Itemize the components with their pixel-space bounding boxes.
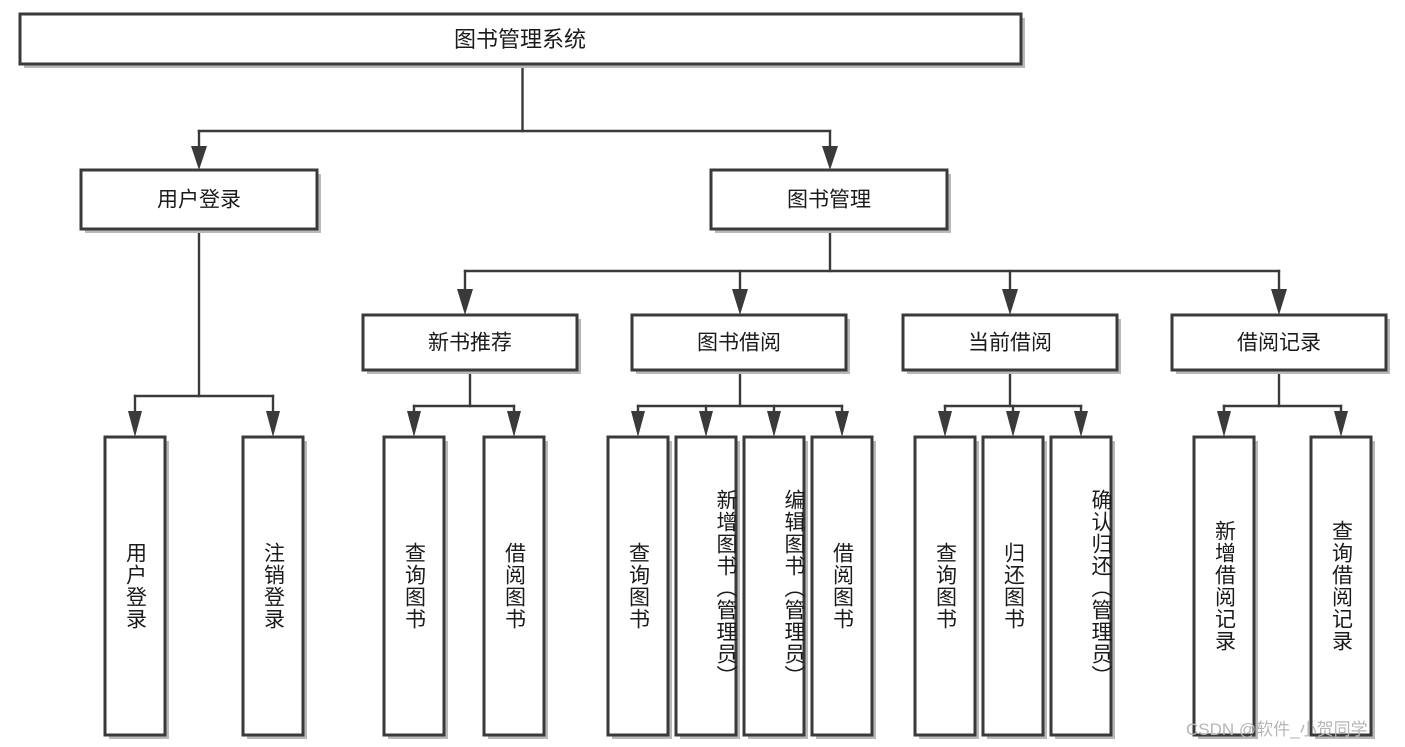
node-current-borrow-box[interactable] bbox=[901, 313, 1119, 372]
arrowhead-leaf-bookborrow-3 bbox=[767, 411, 781, 437]
node-new-book-recommend-label: 新书推荐 bbox=[428, 332, 512, 355]
leaf-user-login-1[interactable] bbox=[103, 435, 169, 739]
nodes-layer: 图书管理系统 用户登录 图书管理 新书推荐 图书 bbox=[18, 12, 1390, 739]
leaf-book-borrow-4[interactable] bbox=[810, 435, 876, 739]
arrowhead-leaf-currentborrow-1 bbox=[938, 411, 952, 437]
leaf-book-borrow-3-box[interactable] bbox=[742, 435, 806, 737]
node-current-borrow-label: 当前借阅 bbox=[968, 332, 1052, 355]
leaf-borrow-record-2[interactable] bbox=[1309, 435, 1375, 739]
arrowhead-leaf-newbook-2 bbox=[507, 411, 521, 437]
node-borrow-record-label: 借阅记录 bbox=[1237, 332, 1321, 355]
leaf-current-borrow-2-box[interactable] bbox=[981, 435, 1045, 737]
leaf-book-borrow-4-box[interactable] bbox=[810, 435, 874, 737]
node-book-borrow-label: 图书借阅 bbox=[697, 332, 781, 355]
edges-layer bbox=[128, 66, 1348, 437]
arrowhead-leaf-user-login-2 bbox=[266, 411, 280, 437]
leaf-new-book-1[interactable] bbox=[382, 435, 448, 739]
leaf-new-book-2-box[interactable] bbox=[482, 435, 546, 737]
node-book-borrow[interactable]: 图书借阅 bbox=[630, 313, 850, 374]
arrowhead-borrow-record bbox=[1271, 289, 1287, 315]
node-new-book-recommend-box[interactable] bbox=[361, 313, 579, 372]
leaf-current-borrow-3-box[interactable] bbox=[1049, 435, 1113, 737]
leaf-borrow-record-1-box[interactable] bbox=[1192, 435, 1256, 737]
arrowhead-leaf-borrowrecord-2 bbox=[1334, 411, 1348, 437]
arrowhead-book-borrow bbox=[732, 289, 748, 315]
leaf-user-login-1-box[interactable] bbox=[103, 435, 167, 737]
leaf-book-borrow-2-box[interactable] bbox=[674, 435, 738, 737]
arrowhead-leaf-newbook-1 bbox=[407, 411, 421, 437]
arrowhead-new-book bbox=[457, 289, 473, 315]
node-new-book-recommend[interactable]: 新书推荐 bbox=[361, 313, 581, 374]
leaf-new-book-1-box[interactable] bbox=[382, 435, 446, 737]
node-book-management-box[interactable] bbox=[709, 168, 949, 231]
arrowhead-user-login bbox=[191, 146, 207, 170]
node-book-management-label: 图书管理 bbox=[787, 189, 871, 212]
node-root[interactable]: 图书管理系统 bbox=[18, 12, 1025, 68]
leaf-book-borrow-1-box[interactable] bbox=[606, 435, 670, 737]
node-root-label: 图书管理系统 bbox=[454, 27, 586, 52]
leaf-borrow-record-2-box[interactable] bbox=[1309, 435, 1373, 737]
leaf-current-borrow-2[interactable] bbox=[981, 435, 1047, 739]
node-borrow-record[interactable]: 借阅记录 bbox=[1170, 313, 1390, 374]
arrowhead-leaf-currentborrow-3 bbox=[1074, 411, 1088, 437]
arrowhead-leaf-borrowrecord-1 bbox=[1217, 411, 1231, 437]
leaf-new-book-2[interactable] bbox=[482, 435, 548, 739]
leaf-current-borrow-1-box[interactable] bbox=[913, 435, 977, 737]
arrowhead-leaf-currentborrow-2 bbox=[1006, 411, 1020, 437]
csdn-watermark: CSDN @软件_小贺同学 bbox=[1186, 720, 1368, 739]
leaf-current-borrow-1[interactable] bbox=[913, 435, 979, 739]
node-current-borrow[interactable]: 当前借阅 bbox=[901, 313, 1121, 374]
node-user-login-box[interactable] bbox=[79, 168, 319, 231]
node-book-borrow-box[interactable] bbox=[630, 313, 848, 372]
leaf-user-login-2[interactable] bbox=[241, 435, 307, 739]
arrowhead-current-borrow bbox=[1002, 289, 1018, 315]
arrowhead-leaf-bookborrow-1 bbox=[631, 411, 645, 437]
leaf-user-login-2-box[interactable] bbox=[241, 435, 305, 737]
arrowhead-leaf-bookborrow-2 bbox=[699, 411, 713, 437]
leaf-book-borrow-2[interactable] bbox=[674, 435, 740, 739]
node-user-login-label: 用户登录 bbox=[157, 189, 241, 212]
leaf-current-borrow-3[interactable] bbox=[1049, 435, 1115, 739]
node-book-management[interactable]: 图书管理 bbox=[709, 168, 951, 233]
node-borrow-record-box[interactable] bbox=[1170, 313, 1388, 372]
node-root-box[interactable] bbox=[18, 12, 1023, 66]
arrowhead-leaf-bookborrow-4 bbox=[835, 411, 849, 437]
node-user-login[interactable]: 用户登录 bbox=[79, 168, 321, 233]
leaf-book-borrow-1[interactable] bbox=[606, 435, 672, 739]
leaf-borrow-record-1[interactable] bbox=[1192, 435, 1258, 739]
leaf-book-borrow-3[interactable] bbox=[742, 435, 808, 739]
arrowhead-book-mgmt bbox=[822, 146, 838, 170]
arrowhead-leaf-user-login-1 bbox=[128, 411, 142, 437]
